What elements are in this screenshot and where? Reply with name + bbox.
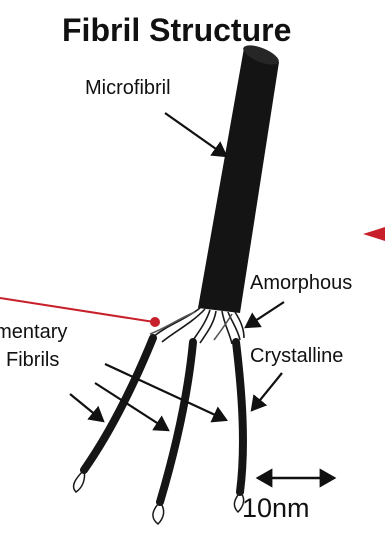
elementary-fibril-left <box>84 338 153 470</box>
label-crystalline: Crystalline <box>250 346 343 366</box>
diagram-title: Fibril Structure <box>62 14 291 46</box>
elementary-fibril-middle <box>160 342 193 502</box>
label-elementary-line2: Fibrils <box>6 350 59 370</box>
label-amorphous: Amorphous <box>250 273 352 293</box>
arrow-elementary-1 <box>70 394 103 421</box>
label-scale: 10nm <box>242 495 310 522</box>
amorphous-strands <box>150 308 244 345</box>
elementary-fibril-right <box>236 342 243 492</box>
red-pointer-dot <box>150 317 160 327</box>
arrow-microfibril <box>165 113 226 156</box>
arrow-amorphous <box>246 302 284 327</box>
red-pointer-line-left <box>0 298 154 322</box>
label-microfibril: Microfibril <box>85 78 171 98</box>
red-pointer-arrow-right <box>363 227 385 241</box>
label-elementary-line1: ementary <box>0 322 67 342</box>
arrow-crystalline <box>252 373 282 410</box>
